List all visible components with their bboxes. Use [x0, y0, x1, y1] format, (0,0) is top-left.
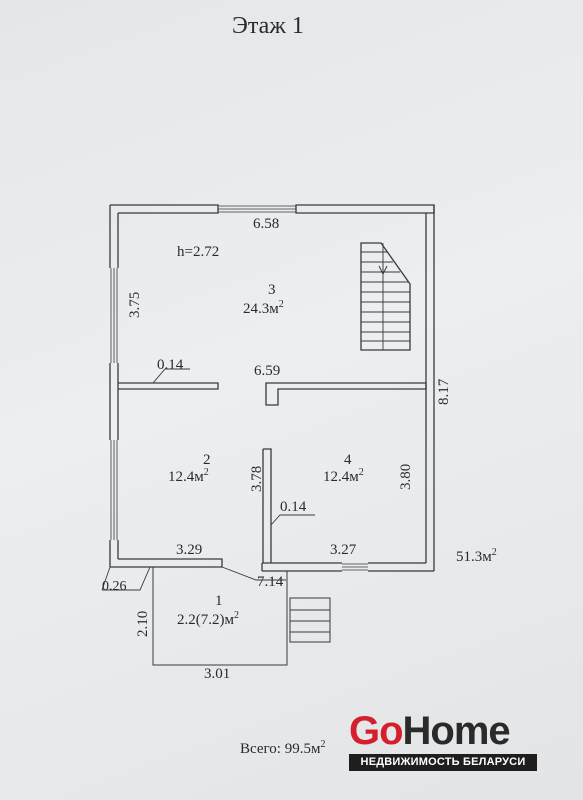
outer-wall-left-middle: [109, 363, 119, 440]
outer-wall-left-lower: [109, 540, 119, 567]
dim-partition-width: 6.59: [254, 363, 281, 379]
window-bottom: [342, 563, 368, 571]
porch-steps: [289, 597, 331, 643]
room-4-area: 12.4м2: [323, 467, 364, 485]
outer-wall-left-upper: [109, 205, 119, 268]
room-3-area: 24.3м2: [243, 299, 284, 317]
dim-room2-height: 3.78: [249, 465, 265, 492]
partition-right: [265, 382, 427, 406]
window-left-upper: [110, 268, 118, 363]
outer-wall-bottom-right: [261, 562, 342, 572]
dim-wall-thickness-2: 0.14: [280, 499, 307, 515]
outer-wall-top-right: [295, 204, 435, 214]
dim-wall-thickness: 0.14: [157, 357, 184, 373]
room-2-area: 12.4м2: [168, 467, 209, 485]
window-left-lower: [110, 440, 118, 540]
leader-014-top: [152, 368, 190, 384]
room-1-area: 2.2(7.2)м2: [177, 610, 239, 628]
window-top: [218, 205, 296, 213]
outer-wall-bottom-right-2: [368, 562, 434, 572]
outer-wall-top-left: [110, 204, 219, 214]
dim-porch-height: 2.10: [135, 610, 151, 637]
leader-714: [221, 566, 286, 581]
partition-left: [118, 382, 219, 390]
room-1-number: 1: [215, 593, 223, 609]
outer-wall-bottom-left: [110, 558, 223, 568]
room-4-number: 4: [344, 452, 352, 468]
dim-bottom-right: 3.27: [330, 542, 357, 558]
porch-outline: [152, 567, 288, 666]
floor-title: Этаж 1: [232, 13, 304, 39]
leader-026: [101, 566, 151, 591]
total-area-value: 99.5м: [284, 741, 321, 757]
total-label: Всего:: [240, 741, 281, 757]
dim-bottom-left: 3.29: [176, 542, 203, 558]
logo-subtitle: НЕДВИЖИМОСТЬ БЕЛАРУСИ: [349, 754, 537, 771]
dim-left-height: 3.75: [127, 291, 143, 318]
room-3-number: 3: [268, 282, 276, 298]
floor-area: 51.3м2: [456, 547, 497, 565]
leader-014-bottom: [270, 514, 315, 526]
dim-diagonal: 7.14: [257, 574, 284, 590]
dim-right-height: 8.17: [436, 378, 452, 405]
gohome-logo: GoHome НЕДВИЖИМОСТЬ БЕЛАРУСИ: [349, 709, 537, 771]
dim-room4-height: 3.80: [398, 463, 414, 490]
dim-porch-width: 3.01: [204, 666, 231, 682]
ceiling-height-label: h=2.72: [177, 244, 220, 260]
staircase: [360, 242, 411, 351]
stair-steps: [361, 243, 410, 350]
total-area-line: Всего: 99.5м2: [240, 739, 326, 757]
stair-arrow: [378, 262, 388, 276]
dim-top-width: 6.58: [253, 216, 280, 232]
dim-outer-wall: 0.26: [102, 579, 127, 594]
outer-wall-right: [425, 205, 435, 571]
room-2-number: 2: [203, 452, 211, 468]
